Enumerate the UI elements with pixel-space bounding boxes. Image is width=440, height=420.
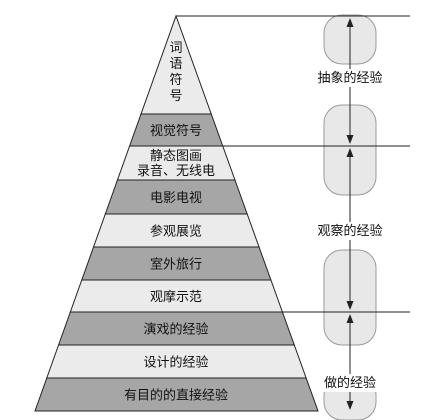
category-label-backing bbox=[318, 374, 380, 392]
pyramid-level-label: 电影电视 bbox=[150, 191, 202, 206]
pyramid-level-label: 观摩示范 bbox=[150, 289, 202, 305]
pyramid-level-label: 参观展览 bbox=[150, 224, 202, 240]
category-label-backing bbox=[318, 69, 380, 87]
arrow-head-up bbox=[346, 314, 354, 323]
category-label: 做的经验 bbox=[324, 375, 376, 391]
pyramid-level-label: 词语符号 bbox=[169, 41, 182, 104]
pyramid-level-label: 有目的的直接经验 bbox=[124, 388, 228, 404]
category-label: 观察的经验 bbox=[317, 223, 382, 239]
pyramid-level-label: 室外旅行 bbox=[150, 257, 202, 273]
pyramid-level-label: 静态图画 bbox=[150, 149, 202, 164]
arrow-head-up bbox=[346, 148, 354, 157]
pyramid-level-label: 演戏的经验 bbox=[143, 322, 208, 338]
pyramid-level-label-secondary: 录音、无线电 bbox=[137, 163, 215, 179]
pyramid-level-label: 设计的经验 bbox=[143, 355, 208, 371]
arrow-head-down bbox=[346, 301, 354, 310]
category-label-backing bbox=[318, 222, 380, 240]
arrow-head-down bbox=[346, 401, 354, 410]
pyramid-level-label: 视觉符号 bbox=[150, 123, 202, 139]
arrow-head-down bbox=[346, 135, 354, 144]
arrow-head-up bbox=[346, 18, 354, 27]
category-label: 抽象的经验 bbox=[317, 70, 382, 86]
pyramid-level-band bbox=[34, 377, 319, 412]
